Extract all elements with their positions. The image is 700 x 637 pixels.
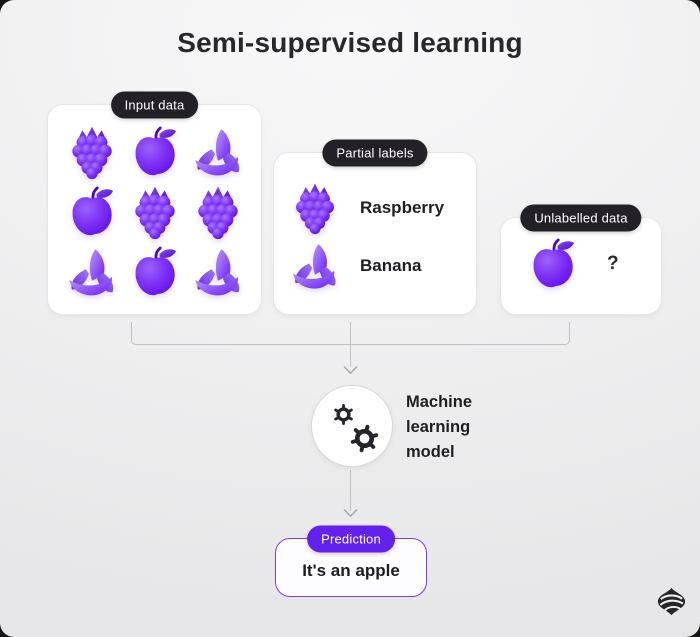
labelled-row: Banana [288, 239, 421, 293]
apple-icon [127, 124, 183, 180]
connector-line [349, 322, 351, 367]
unlabelled-row: ? [525, 236, 619, 292]
prediction-box: Prediction It's an apple [275, 525, 427, 597]
banana-icon [288, 239, 342, 293]
gear-icon [346, 420, 384, 458]
raspberry-icon [127, 184, 183, 240]
ml-model-node [311, 385, 393, 467]
page-title: Semi-supervised learning [177, 27, 523, 58]
arrow-down-icon [343, 509, 358, 517]
unlabelled-data-box: Unlabelled data ? [500, 204, 662, 315]
arrow-down-icon [343, 366, 358, 374]
ml-model-label: Machine learning model [406, 393, 473, 461]
question-mark: ? [607, 253, 619, 274]
input-data-box: Input data [47, 91, 262, 315]
fruit-label: Raspberry [360, 198, 445, 217]
prediction-badge: Prediction [307, 525, 395, 553]
fruit-label: Banana [360, 256, 422, 275]
banana-icon [64, 244, 120, 300]
banana-icon [190, 124, 246, 180]
partial-labels-badge: Partial labels [322, 139, 428, 167]
apple-icon [64, 184, 120, 240]
labelled-row: Raspberry [288, 181, 444, 235]
apple-icon [127, 244, 183, 300]
raspberry-icon [64, 124, 120, 180]
raspberry-icon [288, 181, 342, 235]
connector-line [349, 470, 351, 511]
partial-labels-box: Partial labels Raspberry Banana [273, 139, 477, 315]
banana-icon [190, 244, 246, 300]
unlabelled-data-badge: Unlabelled data [520, 204, 642, 232]
prediction-text: It's an apple [302, 560, 400, 580]
input-fruit-grid [48, 105, 261, 314]
raspberry-icon [190, 184, 246, 240]
input-data-badge: Input data [110, 91, 199, 119]
brand-logo-icon [656, 586, 687, 617]
apple-icon [525, 236, 581, 292]
